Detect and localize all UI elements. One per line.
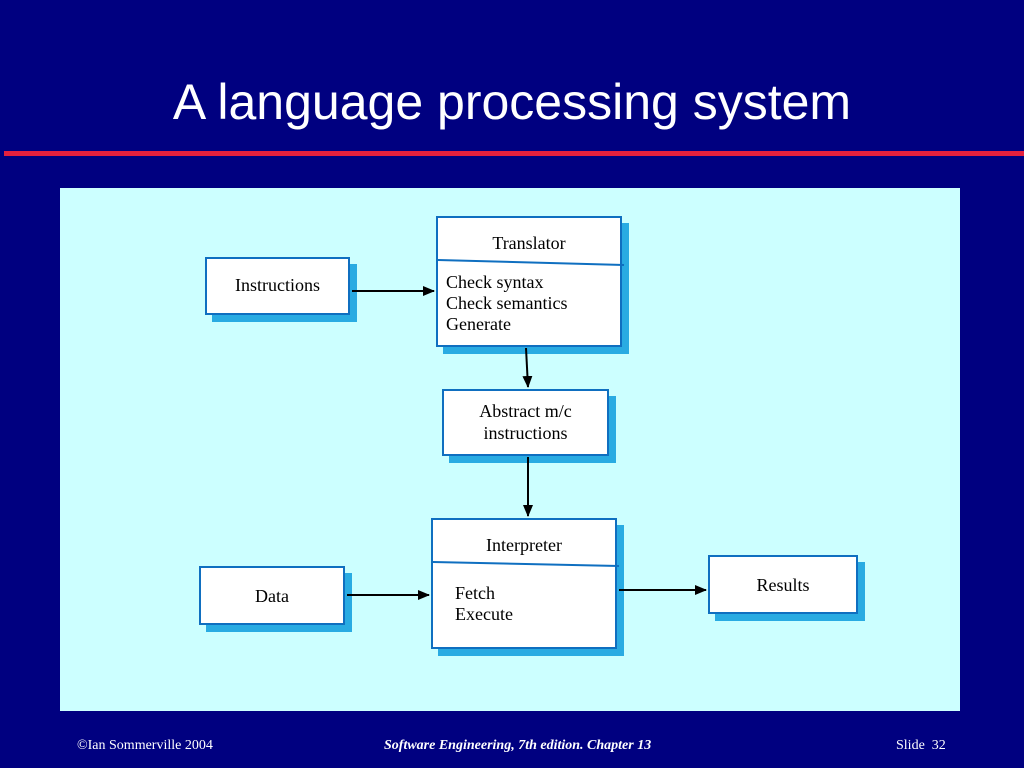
translator-step: Check syntax — [446, 272, 544, 292]
footer-slide-number: Slide 32 — [896, 738, 946, 754]
translator-step: Check semantics — [446, 293, 568, 313]
instructions-box: Instructions — [205, 257, 350, 315]
title-divider — [4, 151, 1024, 156]
data-box: Data — [199, 566, 345, 625]
translator-divider — [437, 259, 625, 266]
translator-steps: Check syntax Check semantics Generate — [446, 272, 567, 335]
arrow-translator-to-abstract — [522, 347, 533, 388]
footer-book-title: Software Engineering, 7th edition. Chapt… — [384, 738, 652, 753]
interpreter-steps: Fetch Execute — [455, 583, 513, 625]
footer-slide-label: Slide — [896, 738, 925, 753]
interpreter-box: Interpreter Fetch Execute — [431, 518, 620, 649]
interpreter-title: Interpreter — [486, 535, 562, 555]
interpreter-step: Execute — [455, 604, 513, 624]
interpreter-step: Fetch — [455, 583, 495, 603]
footer-slide-value: 32 — [931, 738, 946, 753]
footer-copyright: ©Ian Sommerville 2004 — [77, 738, 213, 753]
translator-title: Translator — [492, 233, 566, 253]
interpreter-divider — [432, 561, 620, 567]
results-label: Results — [756, 575, 810, 595]
abstract-line: instructions — [483, 423, 568, 443]
translator-box: Translator Check syntax Check semantics … — [436, 216, 625, 347]
results-box: Results — [708, 555, 858, 614]
translator-step: Generate — [446, 314, 511, 334]
abstract-instructions-box: Abstract m/c instructions — [442, 389, 609, 456]
instructions-label: Instructions — [235, 275, 320, 295]
data-label: Data — [255, 586, 289, 606]
abstract-line: Abstract m/c — [479, 401, 572, 421]
slide-title: A language processing system — [172, 74, 852, 130]
